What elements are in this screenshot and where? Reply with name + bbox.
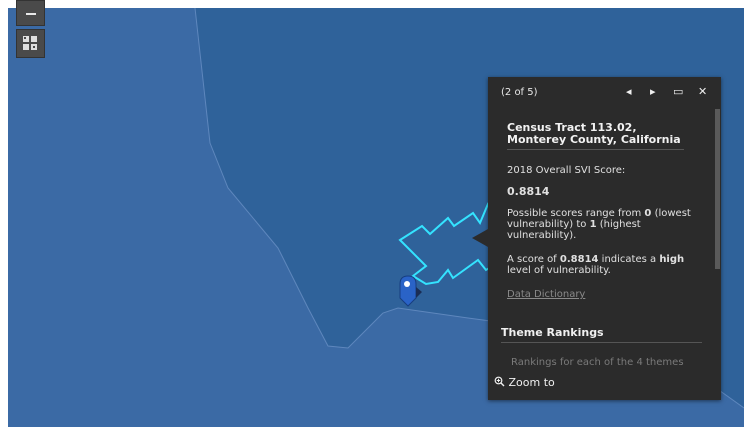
info-popup: (2 of 5) ◂ ▸ ▭ ✕ Census Tract 113.02, Mo… [472,77,721,400]
divider [507,149,684,150]
theme-rankings-heading: Theme Rankings [501,326,604,339]
popup-pager: (2 of 5) [501,87,538,98]
previous-feature-button[interactable]: ◂ [626,85,632,98]
zoom-to-label: Zoom to [508,376,555,389]
zoom-out-button[interactable] [16,0,45,26]
divider [501,342,702,343]
score-meaning-text: A score of 0.8814 indicates a high level… [507,254,685,276]
basemap-gallery-button[interactable] [16,29,45,58]
ocean-area [8,8,744,427]
popup-title: Census Tract 113.02, Monterey County, Ca… [507,121,681,146]
close-button[interactable]: ✕ [698,85,708,98]
score-value: 0.8814 [507,185,550,198]
score-label: 2018 Overall SVI Score: [507,165,626,176]
minus-icon [26,13,36,15]
zoom-in-icon [494,376,505,387]
next-feature-button[interactable]: ▸ [650,85,656,98]
dock-button[interactable]: ▭ [673,85,684,98]
basemap-gallery-icon [23,36,37,50]
popup-pointer [472,229,488,247]
scrollbar-thumb[interactable] [715,109,720,269]
score-range-text: Possible scores range from 0 (lowest vul… [507,208,691,241]
data-dictionary-link[interactable]: Data Dictionary [507,289,586,300]
location-pin-icon [399,275,422,307]
popup-content: Census Tract 113.02, Monterey County, Ca… [488,109,715,374]
zoom-to-button[interactable]: Zoom to [494,376,555,389]
theme-rankings-intro: Rankings for each of the 4 themes [511,357,684,368]
